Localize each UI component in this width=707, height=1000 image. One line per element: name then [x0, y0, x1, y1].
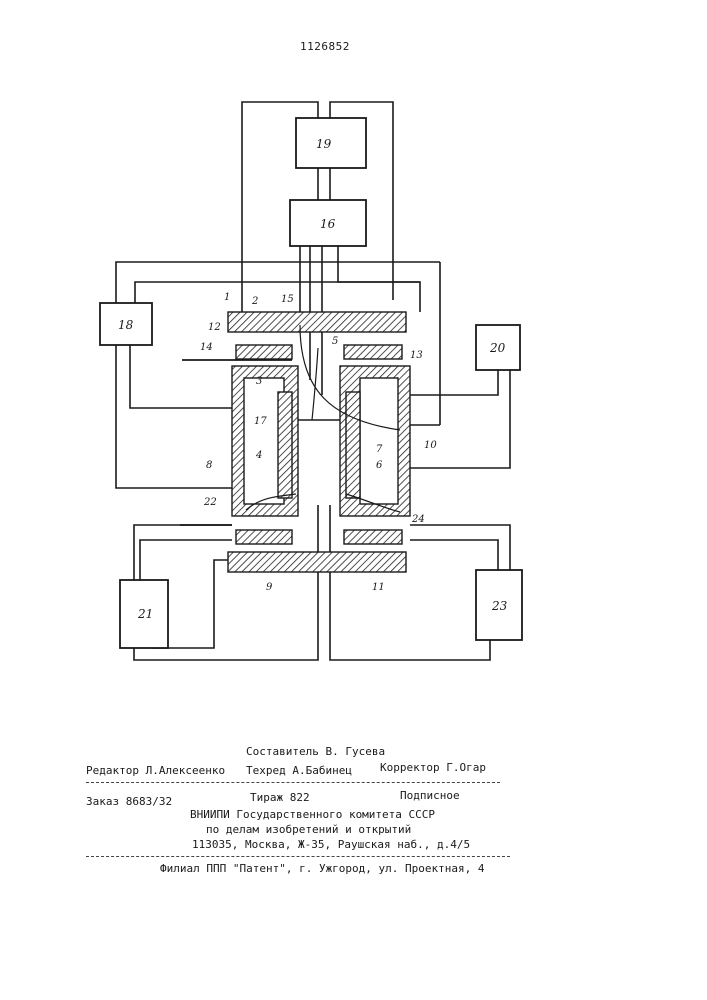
label-4: 4	[255, 450, 262, 461]
branch-line: Филиал ППП "Патент", г. Ужгород, ул. Про…	[160, 862, 485, 875]
organization-line-1: ВНИИПИ Государственного комитета СССР	[190, 808, 435, 821]
label-13: 13	[410, 350, 423, 361]
left-coil-top	[236, 345, 292, 359]
schematic-drawing: 19 16 18 20 21 23 1 2 15 12 14 5 13 3 17…	[0, 0, 707, 700]
imprint-rule-bottom	[86, 856, 510, 857]
block-23-label: 23	[491, 599, 508, 613]
label-2: 2	[251, 296, 258, 307]
label-1: 1	[224, 292, 230, 303]
label-11: 11	[372, 582, 385, 593]
block-16-label: 16	[320, 217, 336, 231]
organization-line-2: по делам изобретений и открытий	[206, 823, 411, 836]
circulation-line: Тираж 822	[250, 791, 310, 804]
imprint-rule-top	[86, 782, 500, 783]
label-14: 14	[200, 342, 213, 353]
block-18-label: 18	[118, 318, 134, 332]
left-core	[278, 392, 292, 498]
corrector-line: Корректор Г.Огар	[380, 761, 486, 774]
subscription-line: Подписное	[400, 789, 460, 802]
label-5: 5	[332, 336, 338, 347]
label-10: 10	[424, 440, 437, 451]
editor-line: Редактор Л.Алексеенко	[86, 764, 225, 777]
label-8: 8	[206, 460, 212, 471]
right-coil-top	[344, 345, 402, 359]
label-9: 9	[266, 582, 273, 593]
composer-line: Составитель В. Гусева	[246, 745, 385, 758]
bottom-plate	[228, 552, 406, 572]
address-line: 113035, Москва, Ж-35, Раушская наб., д.4…	[192, 838, 470, 851]
label-17: 17	[254, 416, 267, 427]
label-12: 12	[208, 322, 221, 333]
block-20-label: 20	[489, 341, 506, 355]
label-7: 7	[376, 444, 383, 455]
block-19-label: 19	[316, 137, 332, 151]
right-core	[346, 392, 360, 498]
order-line: Заказ 8683/32	[86, 795, 172, 808]
right-coil-bottom	[344, 530, 402, 544]
label-6: 6	[376, 460, 383, 471]
label-15: 15	[281, 294, 294, 305]
block-21-label: 21	[137, 607, 153, 621]
top-plate	[228, 312, 406, 332]
techred-line: Техред А.Бабинец	[246, 764, 352, 777]
label-24: 24	[411, 514, 425, 525]
label-3: 3	[256, 376, 262, 387]
left-coil-bottom	[236, 530, 292, 544]
label-22: 22	[203, 497, 217, 508]
